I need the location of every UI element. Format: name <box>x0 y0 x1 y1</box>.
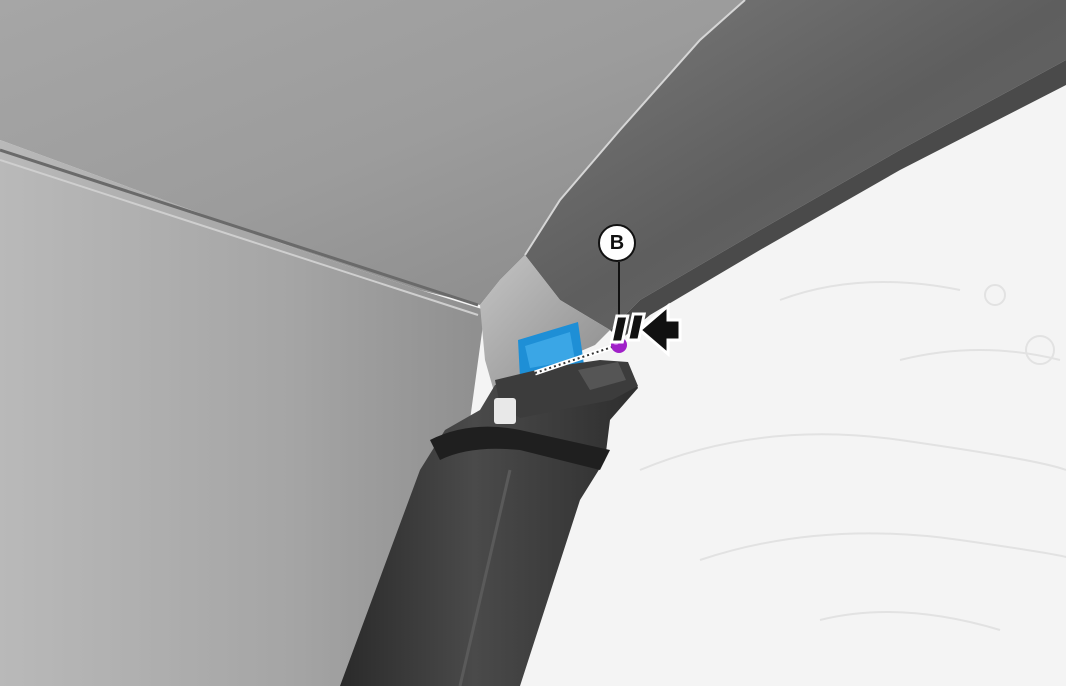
direction-arrow-icon <box>609 302 682 358</box>
clip-highlight <box>525 332 575 368</box>
roof-headliner-panel <box>0 0 745 305</box>
roof-edge-highlight <box>0 159 479 316</box>
roof-rail-trim <box>525 0 1066 330</box>
corner-trim-piece <box>480 255 610 395</box>
pillar-trim-shoulder <box>430 426 610 470</box>
pillar-trim-crease <box>458 469 512 686</box>
callout-label-b: B <box>609 232 625 254</box>
pillar-trim-window <box>494 398 516 424</box>
roof-edge-molding <box>0 148 479 307</box>
roof-rail-crease <box>524 0 746 256</box>
pillar-trim-latch <box>578 362 626 390</box>
fastener-path-bg <box>534 342 619 376</box>
side-wall-panel <box>0 140 485 686</box>
roof-rail-lower-edge <box>610 60 1066 340</box>
callout-circle <box>598 224 636 262</box>
interior-floor-contours <box>639 281 1066 631</box>
